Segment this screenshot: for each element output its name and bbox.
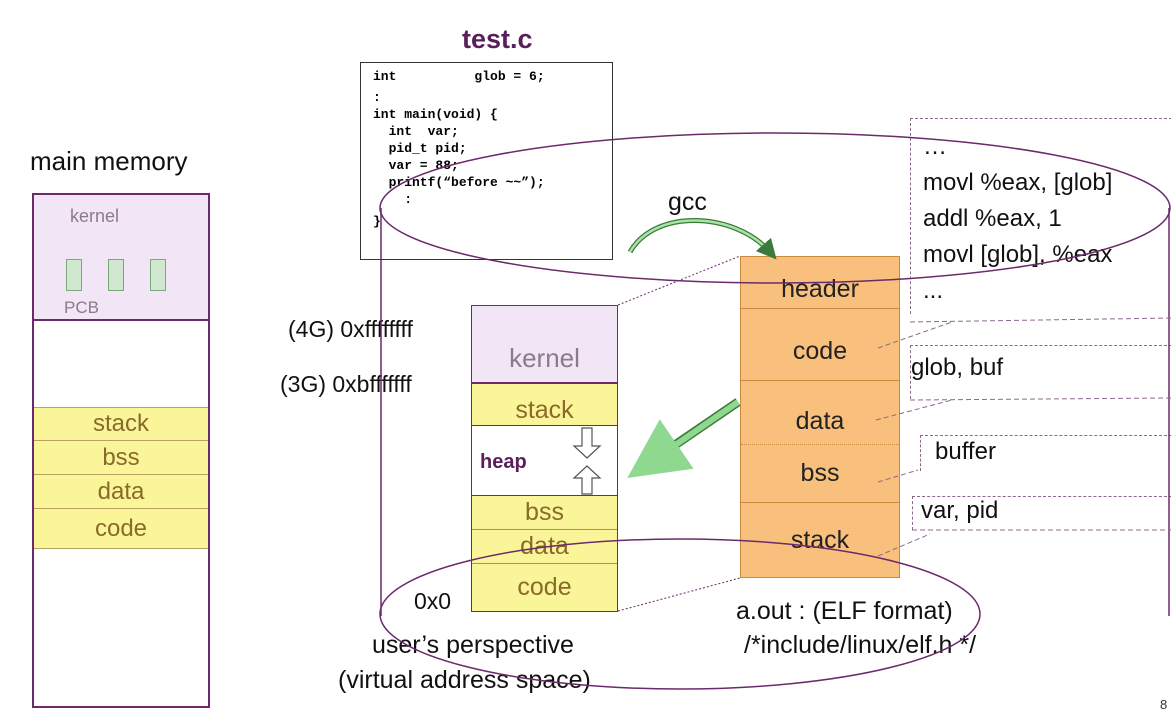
stack-note-box: var, pid — [912, 496, 1171, 530]
virtual-kernel: kernel — [472, 306, 617, 384]
elf-file-column: header code data bss stack — [740, 256, 900, 578]
guide-bottom — [617, 577, 741, 612]
pcb-label: PCB — [64, 298, 99, 317]
virtual-kernel-label: kernel — [509, 343, 580, 373]
main-memory-kernel-region: kernel PCB — [34, 195, 208, 321]
main-memory-stack-label: stack — [92, 410, 149, 437]
asm-line: addl %eax, 1 — [923, 205, 1062, 232]
source-line: : — [373, 90, 381, 105]
source-code-box: int glob = 6; : int main(void) { int var… — [360, 62, 613, 260]
data-note-box: glob, buf — [910, 345, 1171, 399]
elf-caption-line2: /*include/linux/elf.h */ — [744, 631, 977, 659]
main-memory-stack: stack — [34, 407, 208, 441]
main-memory-bss: bss — [34, 441, 208, 475]
elf-stack-label: stack — [790, 525, 850, 554]
source-line: var = 88; — [373, 158, 459, 173]
addr-top-label: (4G) 0xffffffff — [288, 316, 413, 342]
asm-line: … — [923, 133, 947, 160]
source-line: int var; — [373, 124, 459, 139]
main-memory-column: kernel PCB stack bss data code — [32, 193, 210, 708]
virtual-code-label: code — [517, 573, 572, 601]
elf-data-label: data — [795, 407, 845, 435]
page-number: 8 — [1160, 697, 1168, 712]
main-memory-bss-label: bss — [102, 443, 140, 471]
pcb-block-2 — [108, 259, 124, 291]
elf-stack: stack — [741, 503, 899, 577]
main-memory-code-label: code — [94, 514, 148, 542]
elf-header: header — [741, 257, 899, 309]
guide-top — [617, 255, 741, 306]
elf-code: code — [741, 309, 899, 381]
source-line: } — [373, 214, 381, 229]
source-line: printf(“before ~~”); — [373, 175, 545, 190]
virtual-bss: bss — [472, 496, 617, 530]
pcb-block-3 — [150, 259, 166, 291]
gcc-label: gcc — [668, 188, 707, 216]
virtual-bss-label: bss — [525, 498, 564, 526]
virtual-heap: heap — [472, 426, 617, 496]
source-line: int glob = 6; — [373, 69, 545, 84]
virtual-data-label: data — [520, 532, 569, 560]
virtual-stack: stack — [472, 384, 617, 426]
pcb-block-1 — [66, 259, 82, 291]
stack-vars-label: var, pid — [921, 497, 999, 524]
virtual-caption-line1: user’s perspective — [372, 631, 574, 659]
elf-bss-label: bss — [800, 459, 840, 487]
elf-caption-line1: a.out : (ELF format) — [736, 597, 953, 625]
main-memory-data: data — [34, 475, 208, 509]
virtual-heap-label: heap — [480, 451, 527, 473]
gcc-arrow — [627, 218, 772, 254]
main-memory-title: main memory — [30, 146, 188, 176]
elf-data: data — [741, 381, 899, 445]
load-arrow — [647, 398, 741, 466]
asm-line: movl [glob], %eax — [923, 241, 1113, 268]
virtual-data: data — [472, 530, 617, 564]
asm-note-box: … movl %eax, [glob] addl %eax, 1 movl [g… — [910, 118, 1171, 314]
load-arrow-inner — [627, 399, 740, 478]
main-memory-data-label: data — [97, 477, 145, 505]
main-memory-kernel-label: kernel — [70, 206, 120, 226]
gcc-arrow-inner — [628, 219, 777, 260]
addr-kernel-label: (3G) 0xbfffffff — [280, 371, 412, 397]
virtual-code: code — [472, 564, 617, 611]
virtual-stack-label: stack — [515, 396, 574, 424]
addr-bottom-label: 0x0 — [414, 588, 452, 614]
elf-bss: bss — [741, 445, 899, 503]
source-line: int main(void) { — [373, 107, 498, 122]
asm-line: ... — [923, 277, 944, 304]
elf-header-label: header — [781, 275, 859, 303]
bss-vars-label: buffer — [935, 438, 996, 465]
source-title: test.c — [462, 24, 533, 54]
main-memory-code: code — [34, 509, 208, 549]
source-line: : — [373, 192, 413, 207]
virtual-caption-line2: (virtual address space) — [338, 666, 591, 694]
data-vars-label: glob, buf — [911, 354, 1004, 381]
source-line: pid_t pid; — [373, 141, 467, 156]
asm-line: movl %eax, [glob] — [923, 169, 1113, 196]
elf-code-label: code — [792, 337, 848, 365]
virtual-address-column: kernel stack heap bss data code — [471, 305, 618, 612]
bss-note-box: buffer — [920, 435, 1171, 471]
